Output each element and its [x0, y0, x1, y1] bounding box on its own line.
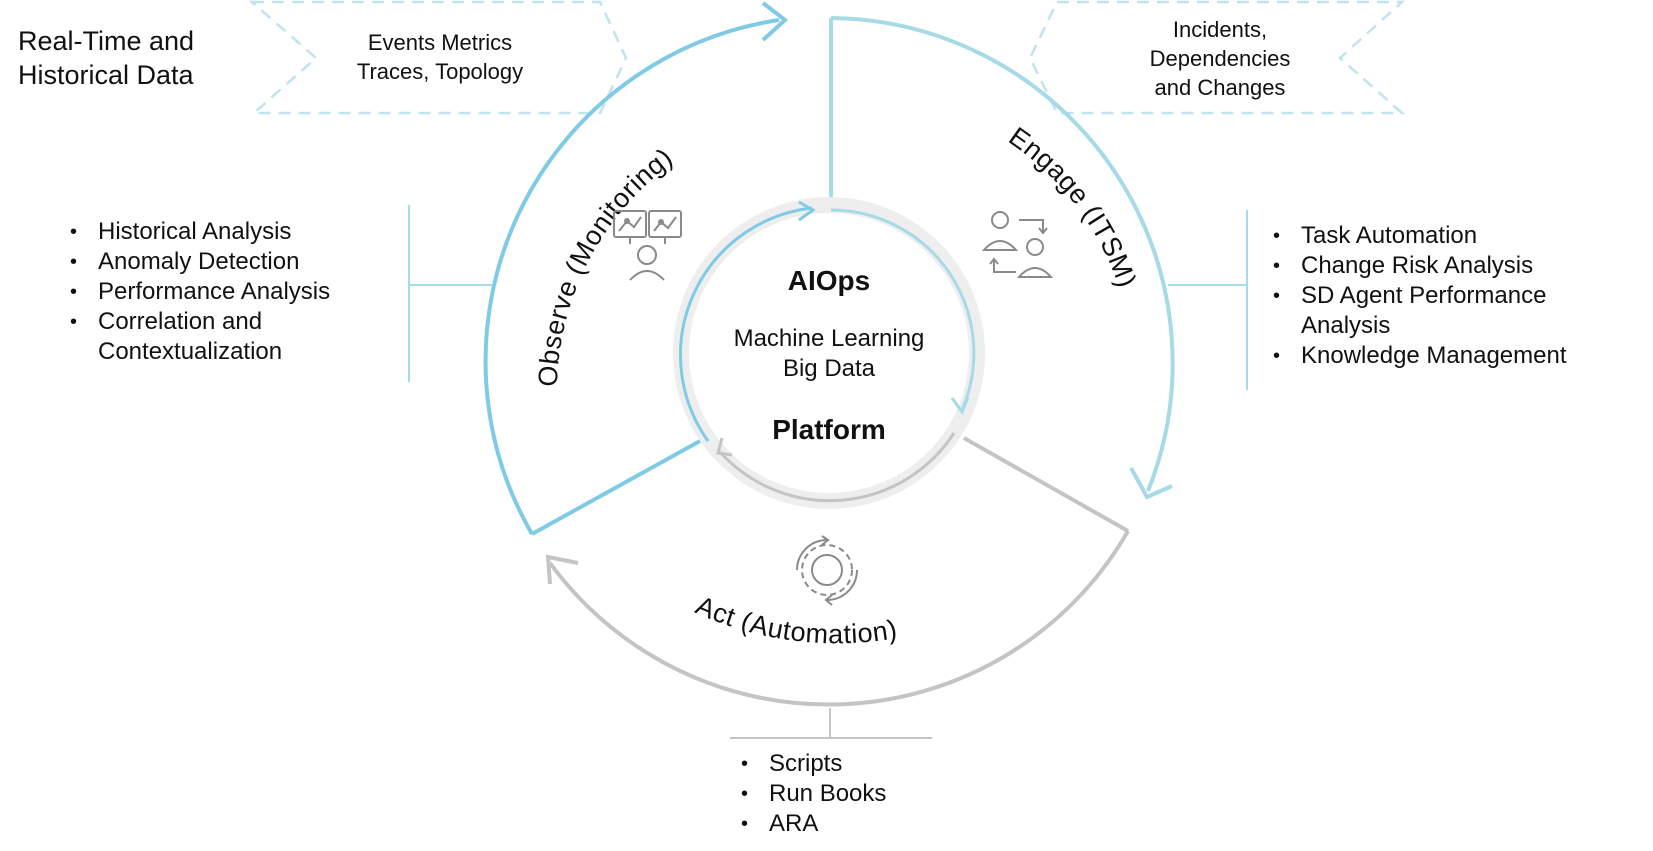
engage-data-line-1: Incidents, — [1172, 17, 1268, 42]
engage-data-line-2: Dependencies — [1149, 46, 1291, 71]
list-item: Correlation and Contextualization — [68, 307, 328, 367]
observe-data-line-1: Events Metrics — [367, 30, 513, 55]
observe-arrowhead — [761, 1, 789, 42]
data-source-label: Real-Time and Historical Data — [18, 24, 238, 92]
monitoring-analyst-icon — [613, 210, 682, 281]
engage-arrowhead — [1129, 467, 1173, 500]
list-item: Run Books — [739, 779, 939, 809]
automation-gear-icon — [796, 535, 858, 606]
act-capability-list: Scripts Run Books ARA — [739, 749, 939, 839]
inner-arc-engage — [830, 208, 976, 411]
inner-arrowhead-act — [716, 437, 733, 457]
engage-data-line-3: and Changes — [1154, 75, 1286, 100]
data-source-label-text: Real-Time and Historical Data — [18, 26, 195, 90]
observe-data-box — [248, 0, 628, 115]
observe-spoke — [531, 439, 701, 536]
agents-exchange-icon — [981, 211, 1054, 278]
act-arrowhead — [545, 554, 579, 585]
observe-arc — [483, 18, 780, 536]
list-item: Change Risk Analysis — [1271, 251, 1631, 281]
platform-label: Platform — [772, 414, 886, 445]
aiops-title: AIOps — [788, 265, 870, 296]
engage-data-box — [1028, 0, 1406, 115]
observe-data-line-2: Traces, Topology — [356, 59, 524, 84]
inner-arc-observe — [679, 206, 813, 442]
center-line-2: Big Data — [783, 355, 876, 382]
engage-arc — [830, 16, 1175, 492]
list-item: Performance Analysis — [68, 277, 388, 307]
list-item: Knowledge Management — [1271, 341, 1631, 371]
list-item: Anomaly Detection — [68, 247, 388, 277]
list-item: Scripts — [739, 749, 939, 779]
engage-capability-list: Task Automation Change Risk Analysis SD … — [1271, 221, 1631, 371]
act-segment-label: Act (Automation) — [692, 590, 900, 649]
inner-arrowhead-engage — [950, 396, 970, 416]
list-item: SD Agent Performance Analysis — [1271, 281, 1601, 341]
observe-capability-list: Historical Analysis Anomaly Detection Pe… — [68, 217, 388, 367]
list-item: Historical Analysis — [68, 217, 388, 247]
center-line-1: Machine Learning — [734, 325, 925, 352]
act-spoke — [963, 436, 1129, 533]
inner-arc-act — [718, 432, 956, 503]
inner-arrowhead-observe — [798, 200, 816, 222]
observe-segment-label: Observe (Monitoring) — [533, 142, 678, 387]
list-item: Task Automation — [1271, 221, 1631, 251]
engage-data-box-text: Incidents, Dependencies and Changes — [1095, 15, 1345, 102]
list-item: ARA — [739, 809, 939, 839]
act-arc — [548, 530, 1130, 707]
observe-data-box-text: Events Metrics Traces, Topology — [320, 28, 560, 86]
engage-segment-label: Engage (ITSM) — [1004, 121, 1143, 291]
